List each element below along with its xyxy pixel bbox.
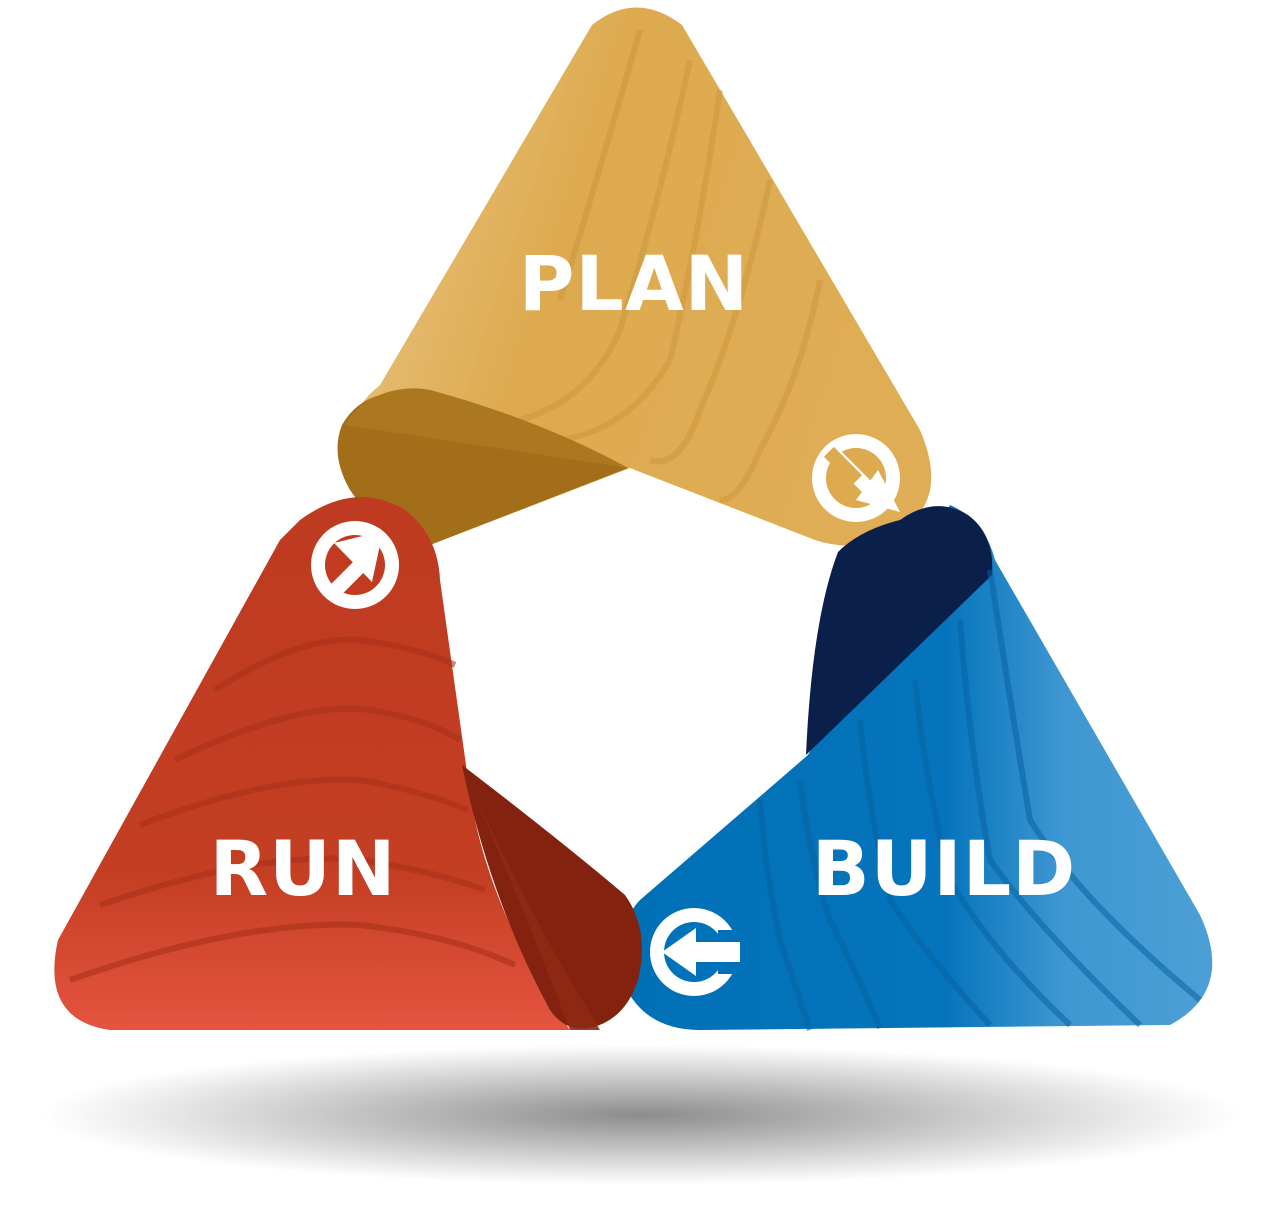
build-label: BUILD [812,824,1076,913]
run-label: RUN [210,824,397,913]
run-arrow-icon [311,521,399,609]
run-contour-lines [69,636,517,983]
segment-plan: PLAN [337,7,932,546]
segment-build: BUILD [618,505,1213,1031]
plan-contour-lines [519,29,823,503]
segment-run: RUN [54,497,642,1031]
build-fold [806,506,993,755]
build-contour-lines [757,569,1202,1031]
ground-shadow [41,1045,1241,1185]
build-shape [618,505,1213,1030]
plan-arrow-icon [812,434,900,522]
build-arrow-icon [650,908,742,996]
run-fold [462,765,642,1029]
run-shape [54,497,571,1031]
plan-label: PLAN [519,239,750,328]
